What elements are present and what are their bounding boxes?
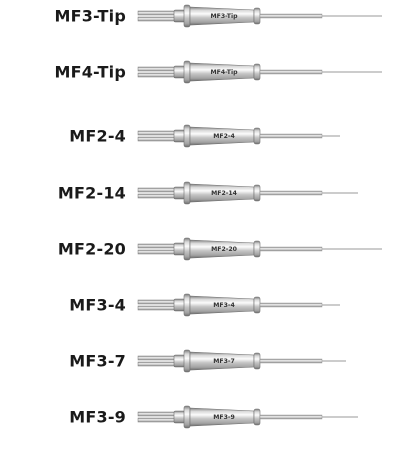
rear-collar [183, 124, 191, 148]
tip-model-label: MF4-Tip [54, 62, 126, 82]
tip-model-label: MF3-7 [69, 351, 126, 371]
rear-collar [183, 60, 191, 84]
front-collar [253, 352, 261, 370]
connector-pin-top [137, 187, 179, 193]
tip-illustration: MF3-Tip [137, 4, 382, 28]
front-collar [253, 296, 261, 314]
shaft [259, 133, 323, 139]
tip-model-label: MF2-14 [57, 183, 126, 203]
tip-illustration: MF2-14 [137, 181, 358, 205]
connector-pin-top [137, 130, 179, 136]
tip-body-label: MF2-20 [211, 246, 238, 253]
tip-row: MF3-4 MF3-4 [0, 285, 416, 325]
connector-pin-top [137, 243, 179, 249]
rear-collar [183, 349, 191, 373]
tip-illustration: MF2-4 [137, 124, 340, 148]
tip-model-label: MF2-20 [57, 239, 126, 259]
connector-pin-top [137, 10, 179, 16]
rear-collar [183, 181, 191, 205]
tip-model-label: MF2-4 [69, 126, 126, 146]
tip-row: MF2-20 MF2-20 [0, 229, 416, 269]
connector-pin-top [137, 411, 179, 417]
connector-pin-bottom [137, 417, 179, 423]
tip-model-label: MF3-4 [69, 295, 126, 315]
tip-model-label: MF3-9 [69, 407, 126, 427]
shaft [259, 302, 323, 308]
front-collar [253, 127, 261, 145]
rear-collar [183, 4, 191, 28]
tip-row: MF3-9 MF3-9 [0, 397, 416, 437]
front-collar [253, 63, 261, 81]
rear-collar [183, 293, 191, 317]
connector-pin-bottom [137, 16, 179, 22]
connector-pin-top [137, 355, 179, 361]
shaft [259, 69, 323, 75]
tip-body-label: MF3-7 [213, 358, 235, 365]
shaft [259, 246, 323, 252]
connector-pin-bottom [137, 305, 179, 311]
tip-illustration: MF4-Tip [137, 60, 382, 84]
front-collar [253, 408, 261, 426]
tip-body-label: MF3-4 [213, 302, 235, 309]
tip-row: MF4-Tip MF4-Tip [0, 52, 416, 92]
shaft [259, 13, 323, 19]
tip-row: MF3-Tip MF3-Tip [0, 0, 416, 36]
rear-collar [183, 405, 191, 429]
tip-illustration: MF3-7 [137, 349, 346, 373]
connector-pin-bottom [137, 249, 179, 255]
tip-body-label: MF3-9 [213, 414, 235, 421]
connector-pin-top [137, 299, 179, 305]
connector-pin-bottom [137, 72, 179, 78]
connector-pin-top [137, 66, 179, 72]
tip-body-label: MF4-Tip [210, 69, 238, 76]
rear-collar [183, 237, 191, 261]
front-collar [253, 240, 261, 258]
connector-pin-bottom [137, 361, 179, 367]
tip-body-label: MF2-14 [211, 190, 238, 197]
tip-row: MF3-7 MF3-7 [0, 341, 416, 381]
front-collar [253, 7, 261, 25]
shaft [259, 358, 323, 364]
tip-body-label: MF2-4 [213, 133, 235, 140]
connector-pin-bottom [137, 136, 179, 142]
tip-illustration: MF3-9 [137, 405, 358, 429]
tip-body-label: MF3-Tip [210, 13, 238, 20]
tip-illustration: MF3-4 [137, 293, 340, 317]
tip-model-label: MF3-Tip [54, 6, 126, 26]
tip-illustration: MF2-20 [137, 237, 382, 261]
tip-row: MF2-4 MF2-4 [0, 116, 416, 156]
connector-pin-bottom [137, 193, 179, 199]
tip-row: MF2-14 MF2-14 [0, 173, 416, 213]
shaft [259, 414, 323, 420]
front-collar [253, 184, 261, 202]
shaft [259, 190, 323, 196]
